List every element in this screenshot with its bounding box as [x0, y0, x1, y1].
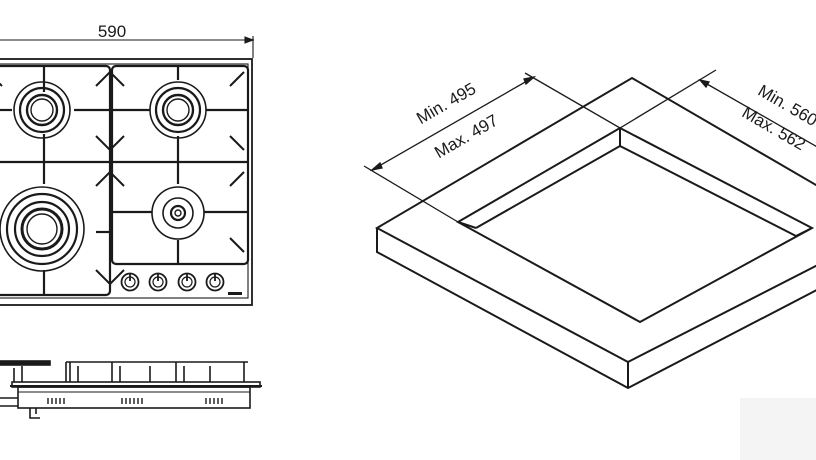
- worktop-slab: [374, 76, 816, 390]
- depth-max-label: Max. 497: [431, 111, 501, 162]
- knob-3: [177, 272, 197, 292]
- burner-rear-left: [12, 80, 72, 140]
- burner-rear-right: [148, 80, 208, 140]
- pan-support-chevrons: [0, 70, 245, 286]
- hob-side-view: [0, 360, 262, 419]
- worktop-cutout: [455, 126, 815, 324]
- faint-corner-block: [740, 398, 816, 460]
- cutout-isometric-view: Min. 495 Max. 497 Min. 560 Max. 562: [363, 69, 816, 390]
- burner-front-right-small: [151, 186, 205, 240]
- hob-top-view: 590: [0, 22, 255, 306]
- knob-2: [148, 272, 168, 292]
- control-knobs: [120, 272, 225, 292]
- width-dimension-line: [0, 36, 255, 58]
- hob-outer-frame: [0, 58, 253, 306]
- knob-1: [120, 272, 140, 292]
- hob-width-label: 590: [98, 22, 126, 41]
- left-pan-support: [0, 64, 112, 297]
- knob-4: [205, 272, 225, 292]
- width-dimension: [619, 69, 816, 148]
- right-pan-support: [110, 64, 250, 266]
- depth-dimension: [363, 72, 621, 223]
- depth-min-label: Min. 495: [413, 79, 479, 128]
- brand-badge: [228, 292, 242, 295]
- burner-front-left-wok: [0, 186, 85, 272]
